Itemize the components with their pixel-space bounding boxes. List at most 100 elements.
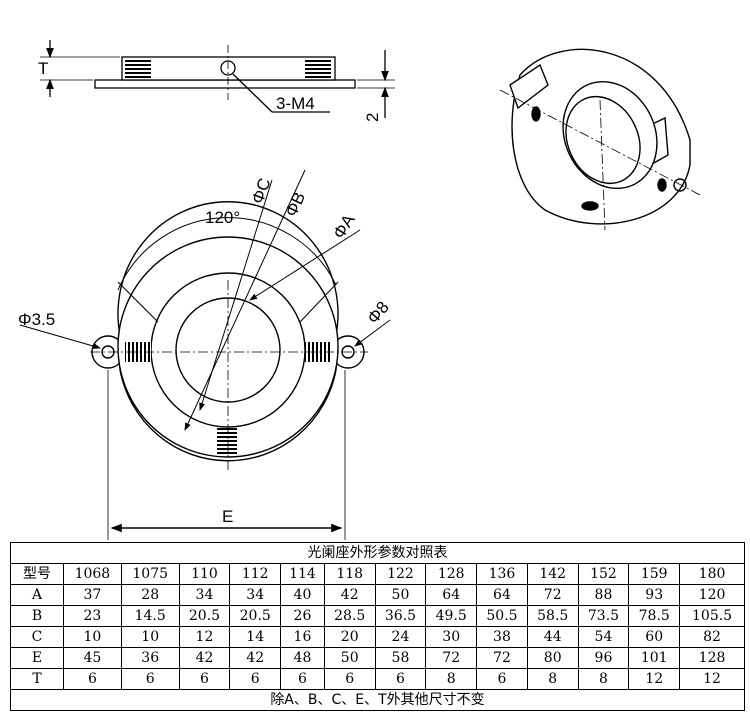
table-cell: 14.5 [120,605,180,627]
table-cell: 6 [229,668,282,690]
table-cell: 20.5 [229,605,282,627]
table-cell: 42 [323,584,376,606]
table-cell: 30 [425,626,478,648]
table-cell: 6 [120,668,180,690]
table-cell: 36.5 [374,605,427,627]
table-cell: 28.5 [323,605,376,627]
dia-b-label: ΦB [281,189,309,220]
table-cell: 120 [679,584,745,606]
table-cell: 122 [374,563,427,585]
table-cell: 6 [178,668,231,690]
table-cell: 96 [577,647,630,669]
table-cell: 36 [120,647,180,669]
table-cell: 110 [178,563,231,585]
table-cell: 50.5 [476,605,528,627]
table-cell: 80 [526,647,579,669]
table-cell: 40 [280,584,325,606]
table-cell: 180 [679,563,745,585]
thread-callout-label: 3-M4 [276,94,315,113]
table-cell: 105.5 [679,605,745,627]
table-cell: 42 [229,647,282,669]
table-cell: 6 [63,668,122,690]
table-cell: 54 [577,626,630,648]
table-cell: 50 [323,647,376,669]
row-label: 型号 [10,563,64,585]
table-cell: 72 [526,584,579,606]
angle-label: 120° [205,208,240,227]
table-cell: 58 [374,647,427,669]
table-cell: 6 [280,668,325,690]
table-cell: 8 [425,668,478,690]
table-cell: 16 [280,626,325,648]
table-cell: 28 [120,584,180,606]
table-cell: 118 [323,563,376,585]
table-cell: 6 [476,668,528,690]
table-title: 光阑座外形参数对照表 [10,542,745,564]
table-cell: 26 [280,605,325,627]
table-cell: 12 [178,626,231,648]
table-cell: 23 [63,605,122,627]
table-cell: 60 [628,626,681,648]
table-cell: 64 [476,584,528,606]
table-cell: 142 [526,563,579,585]
table-cell: 136 [476,563,528,585]
table-cell: 152 [577,563,630,585]
table-cell: 128 [679,647,745,669]
table-cell: 78.5 [628,605,681,627]
table-cell: 10 [63,626,122,648]
row-label: E [10,647,64,669]
dia-a-label: ΦA [329,210,359,242]
table-cell: 6 [374,668,427,690]
t-dim-label: T [38,59,48,78]
table-cell: 45 [63,647,122,669]
table-cell: 8 [577,668,630,690]
table-note: 除A、B、C、E、T外其他尺寸不变 [10,689,745,711]
table-cell: 101 [628,647,681,669]
table-cell: 20 [323,626,376,648]
table-cell: 93 [628,584,681,606]
table-cell: 8 [526,668,579,690]
row-label: T [10,668,64,690]
table-cell: 6 [323,668,376,690]
table-cell: 128 [425,563,478,585]
table-cell: 72 [476,647,528,669]
table-cell: 42 [178,647,231,669]
dia-3-5-label: Φ3.5 [18,310,55,329]
table-cell: 82 [679,626,745,648]
side-view [40,40,395,118]
table-cell: 58.5 [526,605,579,627]
table-cell: 72 [425,647,478,669]
table-cell: 12 [679,668,745,690]
thickness-2-label: 2 [363,113,382,122]
table-cell: 12 [628,668,681,690]
isometric-view [499,48,701,231]
table-cell: 49.5 [425,605,478,627]
table-cell: 34 [229,584,282,606]
technical-drawing: T 2 3-M4 120° ΦC ΦB ΦA Φ8 Φ3.5 E [18,40,701,540]
table-cell: 64 [425,584,478,606]
table-cell: 20.5 [178,605,231,627]
table-cell: 73.5 [577,605,630,627]
table-cell: 1075 [120,563,180,585]
row-label: C [10,626,64,648]
table-cell: 14 [229,626,282,648]
row-label: B [10,605,64,627]
table-cell: 37 [63,584,122,606]
table-cell: 159 [628,563,681,585]
table-cell: 48 [280,647,325,669]
table-cell: 10 [120,626,180,648]
row-label: A [10,584,64,606]
table-cell: 114 [280,563,325,585]
e-dim-label: E [222,507,233,526]
table-cell: 44 [526,626,579,648]
table-cell: 112 [229,563,282,585]
table-cell: 88 [577,584,630,606]
dia-8-label: Φ8 [364,298,393,328]
